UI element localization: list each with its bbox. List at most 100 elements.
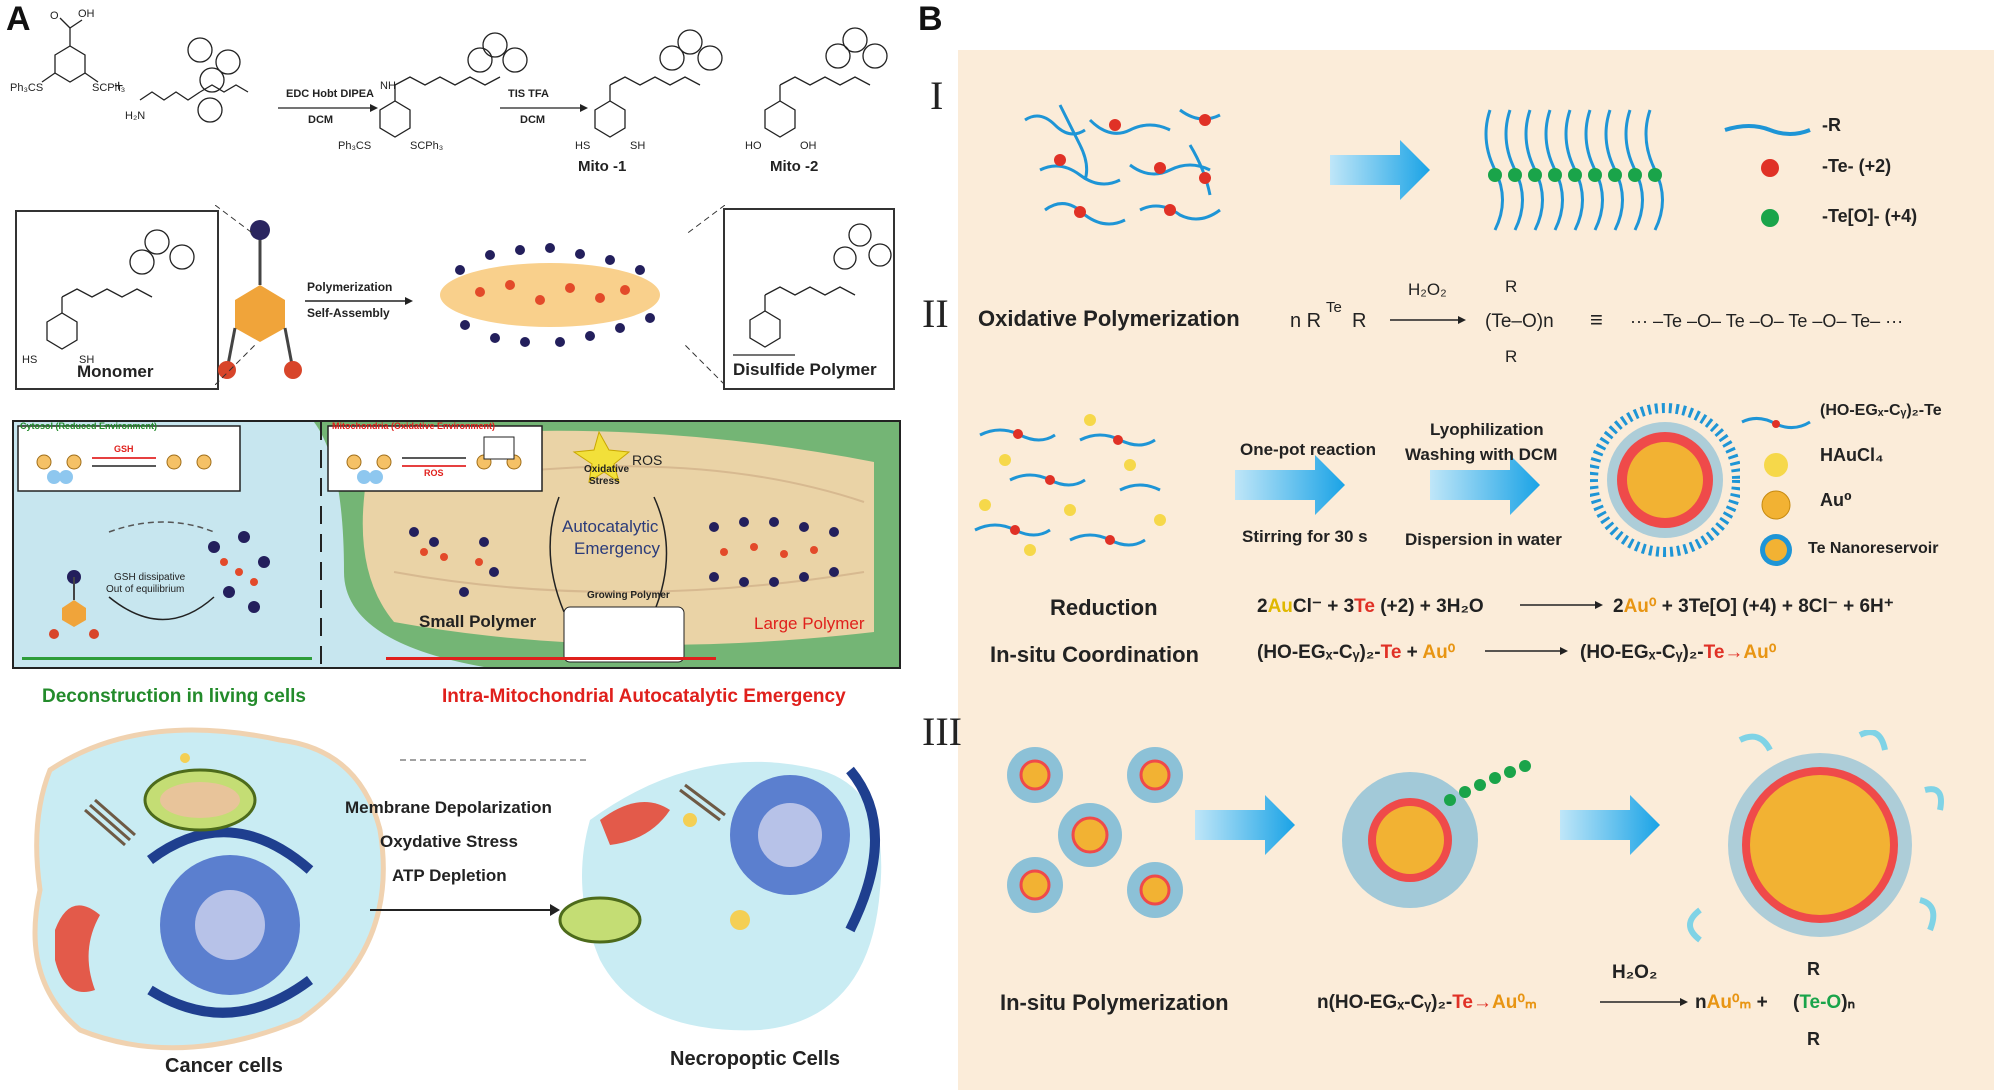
monomer-box: HS SH Monomer [15, 210, 219, 390]
mito-1-label: Mito -1 [578, 158, 627, 175]
monomer-structure [46, 229, 195, 350]
lyophilization-label: Lyophilization [1430, 420, 1544, 439]
effect-line-1: Membrane Depolarization [345, 798, 552, 817]
svg-text:2Au⁰ + 3Te[O] (+4) + 8Cl⁻ + 6H: 2Au⁰ + 3Te[O] (+4) + 8Cl⁻ + 6H⁺ [1613, 596, 1894, 617]
nh-label-1: NH [380, 80, 396, 92]
svg-text:(HO-EGₓ-Cᵧ)₂-Te→Au⁰: (HO-EGₓ-Cᵧ)₂-Te→Au⁰ [1580, 642, 1777, 663]
reagents-2: TIS TFA [508, 88, 549, 100]
polymerization-arrow [305, 297, 413, 305]
cell-scheme-art [17, 422, 899, 667]
ho-label-mito2: HO [745, 140, 762, 152]
cell-illustrations [32, 727, 882, 1051]
insitu-polymerization-eq: n(HO-EGₓ-Cᵧ)₂-Te→Au⁰ₘ nAu⁰ₘ + (Te-O)ₙ R … [1317, 959, 1855, 1049]
mito-title: Mitochondria (Oxidative Environment) [332, 421, 496, 431]
scph3-label-2: SCPh₃ [410, 140, 444, 152]
legend-r: -R [1822, 115, 1841, 135]
svg-text:R: R [1352, 310, 1366, 332]
disulfide-polymer-box: Disulfide Polymer [723, 208, 895, 390]
plus-sign: + [114, 78, 124, 95]
effect-line-2: Oxydative Stress [380, 832, 518, 851]
ros-small-label: ROS [424, 468, 444, 478]
roman-2: II [922, 291, 949, 336]
svg-text:(Te–O)n: (Te–O)n [1485, 311, 1554, 332]
oxidative-polymerization-label: Oxidative Polymerization [978, 306, 1240, 331]
svg-text:R: R [1807, 959, 1820, 979]
synthesis-scheme [41, 17, 888, 138]
oh-label-mito2: OH [800, 140, 817, 152]
oh-label: OH [78, 8, 95, 20]
polymer-cluster [440, 243, 660, 347]
small-polymer-label: Small Polymer [419, 612, 537, 631]
legend-ligand: (HO-EGₓ-Cᵧ)₂-Te [1820, 402, 1942, 419]
self-assembly-label: Self-Assembly [307, 306, 390, 320]
necropoptic-cells-label: Necropoptic Cells [670, 1048, 841, 1070]
deconstruction-label: Deconstruction in living cells [42, 686, 306, 707]
scph3-label: SCPh₃ [92, 82, 126, 94]
svg-text:··· –Te –O– Te –O– Te –O– Te–: ··· –Te –O– Te –O– Te –O– Te– ··· [1630, 311, 1903, 331]
h2o2-label-1: H₂O₂ [1408, 280, 1447, 299]
svg-text:n R: n R [1290, 310, 1321, 332]
legend-haucl4: HAuCl₄ [1820, 445, 1884, 465]
disulfide-polymer-structure [733, 223, 892, 356]
svg-text:2AuCl⁻ + 3Te (+2) + 3H₂O: 2AuCl⁻ + 3Te (+2) + 3H₂O [1257, 596, 1484, 617]
one-pot-label: One-pot reaction [1240, 440, 1377, 459]
monomer-hs: HS [22, 354, 38, 366]
hs-label-mito1: HS [575, 140, 591, 152]
gsh-label: GSH [114, 444, 134, 454]
gsh-dissipative-2: Out of equilibrium [106, 584, 185, 595]
section-iii-art [1007, 730, 1944, 943]
reduction-label: Reduction [1050, 595, 1158, 620]
ph3cs-label: Ph₃CS [10, 82, 44, 94]
svg-text:R: R [1807, 1029, 1820, 1049]
washing-label: Washing with DCM [1405, 445, 1558, 464]
insitu-coordination-label: In-situ Coordination [990, 642, 1199, 667]
sh-label-mito1: SH [630, 140, 646, 152]
te-nanoreservoir-art [1590, 403, 1740, 557]
autocatalytic-1: Autocatalytic [562, 517, 659, 536]
polymerization-label: Polymerization [307, 280, 393, 294]
intra-mito-label: Intra-Mitochondrial Autocatalytic Emerge… [442, 686, 846, 707]
o-label: O [50, 10, 59, 22]
legend-teo: -Te[O]- (+4) [1822, 206, 1918, 226]
panel-b-letter: B [918, 0, 943, 38]
svg-text:(HO-EGₓ-Cᵧ)₂-Te + Au⁰: (HO-EGₓ-Cᵧ)₂-Te + Au⁰ [1257, 642, 1456, 663]
svg-text:nAu⁰ₘ +: nAu⁰ₘ + [1695, 992, 1768, 1013]
roman-3: III [922, 709, 962, 754]
legend-2-symbols [1741, 417, 1811, 566]
cancer-cells-label: Cancer cells [165, 1055, 283, 1077]
svg-text:Te: Te [1326, 299, 1342, 316]
section-i-art [1024, 104, 1664, 231]
reduction-equations: 2AuCl⁻ + 3Te (+2) + 3H₂O 2Au⁰ + 3Te[O] (… [1257, 596, 1894, 663]
oxidative-polymerization-eq: n R Te R (Te–O)n R R ≡ ··· –Te –O– Te –O… [1290, 277, 1903, 366]
dispersion-label: Dispersion in water [1405, 530, 1562, 549]
monomer-label: Monomer [77, 362, 154, 381]
solvent-1: DCM [308, 114, 334, 126]
legend-te: -Te- (+2) [1822, 156, 1892, 176]
svg-text:≡: ≡ [1590, 307, 1603, 332]
ros-label: ROS [632, 452, 663, 468]
legend-te-nanoreservoir: Te Nanoreservoir [1808, 540, 1939, 557]
h2o2-label-2: H₂O₂ [1612, 962, 1658, 983]
svg-text:R: R [1505, 277, 1517, 296]
panel-a-letter: A [6, 0, 31, 38]
svg-text:(Te-O)ₙ: (Te-O)ₙ [1793, 992, 1855, 1013]
reduction-art [974, 414, 1540, 556]
svg-text:n(HO-EGₓ-Cᵧ)₂-Te→Au⁰ₘ: n(HO-EGₓ-Cᵧ)₂-Te→Au⁰ₘ [1317, 992, 1537, 1013]
zoom-lines [215, 205, 725, 385]
insitu-polymerization-label: In-situ Polymerization [1000, 990, 1229, 1015]
monomer-sh: SH [79, 354, 95, 366]
large-polymer-label: Large Polymer [754, 614, 865, 633]
nh2-label: H₂N [125, 110, 146, 122]
autocatalytic-2: Emergency [574, 539, 660, 558]
svg-text:R: R [1505, 347, 1517, 366]
legend-au0: Au⁰ [1820, 490, 1852, 510]
gsh-dissipative-1: GSH dissipative [114, 572, 186, 583]
disulfide-polymer-label: Disulfide Polymer [733, 360, 877, 379]
effect-line-3: ATP Depletion [392, 866, 507, 885]
ph3cs-label-2: Ph₃CS [338, 140, 372, 152]
oxidative-1: Oxidative [584, 464, 630, 475]
roman-1: I [930, 73, 944, 118]
cell-scheme-box: Cytosol (Reduced Environment) Mitochondr… [12, 420, 901, 669]
oxidative-2: Stress [589, 476, 620, 487]
growing-polymer-label: Growing Polymer [587, 590, 670, 601]
